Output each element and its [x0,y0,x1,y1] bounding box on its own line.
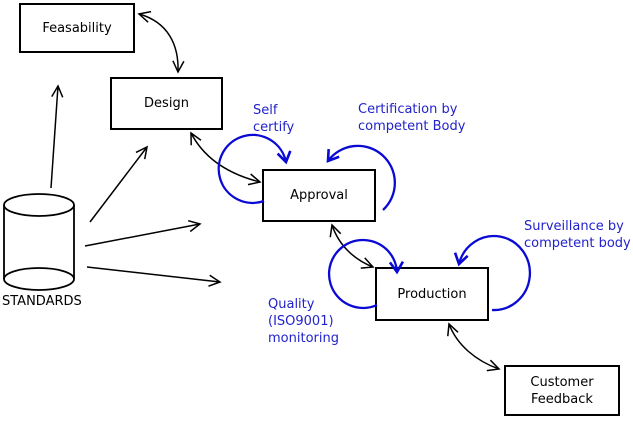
annotation-self-certify-line2: certify [253,120,295,135]
annotation-certification-line1: Certification by [358,102,458,117]
annotation-certification-line2: competent Body [358,119,466,134]
node-customer-feedback-label-line1: Customer [530,374,594,390]
arrow-standards-to-production [86,266,222,287]
annotation-surveillance-line1: Surveillance by [524,219,624,234]
node-design: Design [110,77,223,130]
arrow-feasability-design [137,10,185,74]
annotation-quality-line1: Quality [268,297,315,312]
annotation-quality-line3: monitoring [268,331,339,346]
node-customer-feedback-label-line2: Feedback [531,391,593,407]
annotation-self-certify: Self certify [253,102,294,136]
standards-database-cylinder-icon [3,193,75,291]
node-feasability: Feasability [19,3,135,53]
node-feasability-label: Feasability [42,20,112,36]
arrow-production-customer-feedback [447,322,501,372]
standards-database-label: STANDARDS [2,294,82,309]
annotation-quality-line2: (ISO9001) [268,314,334,329]
annotation-self-certify-line1: Self [253,103,278,118]
arrow-design-approval [190,131,262,186]
annotation-surveillance: Surveillance by competent body [524,218,631,252]
node-approval: Approval [262,169,376,222]
annotation-surveillance-line2: competent body [524,236,631,251]
node-design-label: Design [144,96,189,111]
arrow-standards-to-approval [84,219,202,247]
arrow-standards-to-feasability [50,84,64,189]
node-customer-feedback: Customer Feedback [504,365,620,416]
node-approval-label: Approval [290,188,348,203]
node-production-label: Production [397,286,467,302]
arrow-standards-to-design [89,145,149,223]
arrow-approval-production [329,223,375,269]
annotation-quality-monitoring: Quality (ISO9001) monitoring [268,296,339,347]
annotation-certification: Certification by competent Body [358,101,465,135]
node-production: Production [375,267,489,321]
